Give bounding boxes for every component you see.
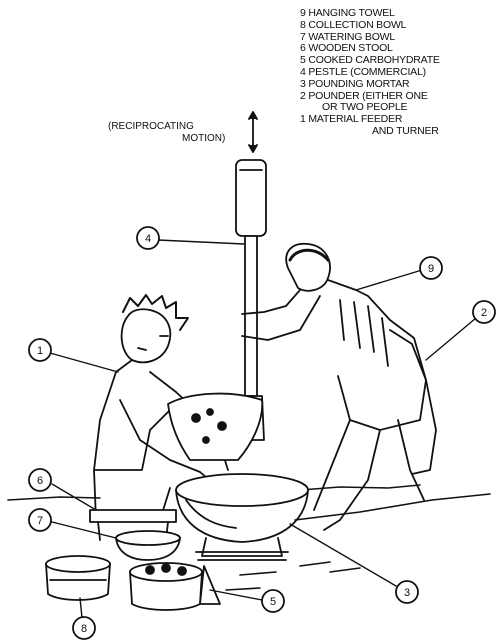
callout-1: 1 <box>29 339 51 361</box>
svg-text:3: 3 <box>404 587 410 599</box>
svg-text:9: 9 <box>428 263 434 275</box>
watering-bowl <box>116 531 180 560</box>
motion-arrow <box>249 112 257 152</box>
svg-text:7: 7 <box>37 515 43 527</box>
callout-4: 4 <box>137 227 159 249</box>
svg-text:2: 2 <box>481 307 487 319</box>
callout-5: 5 <box>262 590 284 612</box>
callout-9: 9 <box>420 257 442 279</box>
callout-2: 2 <box>473 301 495 323</box>
svg-text:4: 4 <box>145 233 151 245</box>
collection-bowl <box>46 556 110 600</box>
food-heap <box>168 394 262 460</box>
callout-3: 3 <box>396 581 418 603</box>
svg-text:6: 6 <box>37 475 43 487</box>
svg-text:1: 1 <box>37 345 43 357</box>
carbohydrate-container <box>130 563 220 610</box>
svg-text:8: 8 <box>81 623 87 635</box>
callout-7: 7 <box>29 509 51 531</box>
callout-8: 8 <box>73 617 95 639</box>
svg-text:5: 5 <box>270 596 276 608</box>
callout-6: 6 <box>29 469 51 491</box>
pounding-mortar <box>176 474 308 560</box>
